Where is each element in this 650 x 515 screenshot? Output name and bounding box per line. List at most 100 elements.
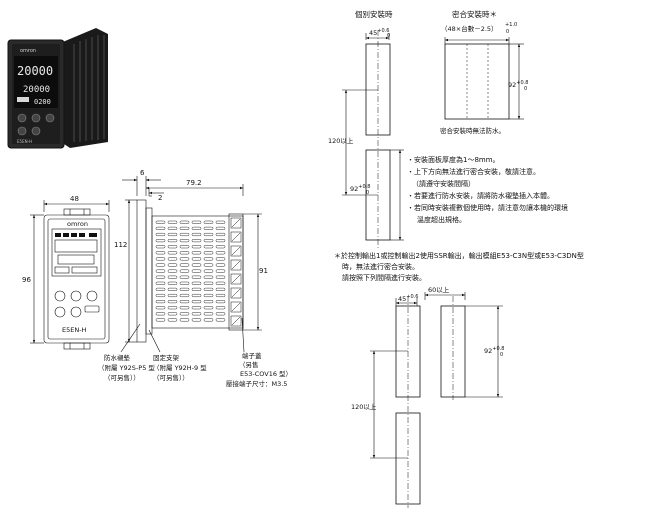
- bracket-sale: （可另售））: [153, 373, 189, 382]
- terminal-screw: [230, 273, 242, 285]
- cutout-height-tol-low: 0: [366, 190, 369, 196]
- front-width-dim: 48: [70, 195, 79, 203]
- ssr-spacing-height-dim: 120以上: [351, 402, 377, 411]
- vent-slot: [167, 281, 178, 285]
- cutout-multi-tol-low: 0: [506, 29, 509, 35]
- vent-slot: [203, 232, 214, 237]
- vent-slot: [191, 269, 202, 273]
- front-key-icon: [70, 290, 82, 302]
- side-height-body-dim: 91: [259, 267, 268, 275]
- vent-slot: [167, 245, 178, 249]
- vent-slot: [215, 245, 226, 249]
- vent-slot: [215, 306, 226, 310]
- vent-slot: [155, 306, 166, 310]
- side-depth-dim: 79.2: [186, 179, 202, 187]
- vent-slot: [215, 300, 226, 304]
- front-display-segments: [54, 233, 98, 274]
- vent-slot: [179, 226, 190, 230]
- vent-slot: [203, 300, 214, 304]
- vent-slot: [179, 239, 190, 243]
- ssr-cutout-height-tol-low: 0: [500, 352, 503, 358]
- vent-slot: [155, 300, 166, 304]
- cutout-ssr: 60以上 45+0.6 92+0.8 0 120以上: [351, 285, 504, 508]
- vent-slot: [203, 312, 214, 316]
- vent-slot: [155, 312, 166, 316]
- vent-slot: [179, 318, 190, 322]
- cutout-multi-tol: +1.0: [505, 22, 517, 28]
- vent-slot: [191, 300, 202, 304]
- vent-slot: [167, 312, 178, 316]
- vent-slot: [215, 232, 226, 237]
- vent-slot: [155, 220, 166, 224]
- vent-slot: [191, 293, 202, 298]
- bracket-part: （附屬 Y92H-9 型: [153, 363, 207, 372]
- note-line: （請遵守安裝間隔）: [412, 179, 475, 188]
- vent-slot: [155, 251, 166, 255]
- vent-slot: [215, 281, 226, 285]
- terminal-screw-slot: [231, 316, 241, 326]
- vent-slot: [191, 281, 202, 285]
- terminal-cover-sale: （另售: [239, 360, 259, 369]
- vent-slot: [155, 232, 166, 237]
- terminal-screw: [230, 231, 242, 243]
- vent-slot: [167, 220, 178, 224]
- photo-key-icon: [45, 113, 55, 123]
- vent-slot: [155, 239, 166, 243]
- vent-slot: [179, 232, 190, 237]
- terminal-screw-slot: [231, 218, 241, 228]
- gasket-label: 防水襯墊: [104, 353, 131, 362]
- cutout-single-title: 個別安裝時: [355, 9, 393, 19]
- vent-slot: [215, 220, 226, 224]
- ssr-cutout-height-dim: 92+0.8: [484, 346, 504, 355]
- gasket-sale: （可另售））: [104, 373, 140, 382]
- photo-model-label: E5EN-H: [17, 139, 32, 144]
- vent-slot: [167, 226, 178, 230]
- cutout-multi-formula: （48×台數－2.5）: [441, 24, 498, 33]
- cutout-height-dim: 92+0.8: [350, 184, 370, 193]
- note-line: ・若同時安裝複數個使用時，請注意勿讓本機的環境: [407, 203, 568, 212]
- vent-slot: [167, 269, 178, 273]
- vent-slot: [191, 245, 202, 249]
- photo-sv-readout: 20000: [23, 85, 50, 95]
- side-panel-dim: 6: [140, 169, 145, 177]
- vent-slot: [191, 287, 202, 291]
- vent-slot: [155, 263, 166, 267]
- photo-pv-readout: 20000: [17, 64, 53, 78]
- cutout-multi-title: 密合安裝時＊: [452, 9, 497, 19]
- vent-slot: [155, 275, 166, 279]
- vent-slot: [203, 239, 214, 243]
- vent-slot: [203, 245, 214, 249]
- vent-slot: [191, 306, 202, 310]
- vent-slot: [203, 257, 214, 261]
- front-key-icon: [86, 290, 98, 302]
- terminal-screw: [230, 259, 242, 271]
- vent-slot: [215, 269, 226, 273]
- vent-slot: [179, 263, 190, 267]
- terminal-screw-size: 壓接端子尺寸：M3.5: [226, 379, 287, 388]
- vent-slot: [191, 239, 202, 243]
- vent-slot: [191, 263, 202, 267]
- vent-slot: [179, 293, 190, 298]
- vent-slot: [167, 232, 178, 237]
- front-key-icon: [54, 306, 66, 318]
- terminal-screw-slot: [231, 232, 241, 242]
- cutout-width-dim: 45+0.6: [369, 28, 389, 37]
- cutout-multi-note: 密合安裝時無法防水。: [440, 126, 505, 135]
- terminal-screw-slot: [231, 260, 241, 270]
- terminal-screw-slot: [231, 288, 241, 298]
- cutout-multi: 密合安裝時＊ （48×台數－2.5） +1.0 0 92+0.8 0 密合安裝時…: [440, 9, 528, 135]
- vent-slot: [179, 251, 190, 255]
- vent-slot: [167, 257, 178, 261]
- front-brand: omron: [67, 220, 88, 228]
- side-height-front-dim: 112: [114, 241, 127, 249]
- ssr-spacing-width-dim: 60以上: [428, 285, 450, 294]
- cutout-width-tol-low: 0: [387, 33, 390, 39]
- vent-slot: [155, 318, 166, 322]
- vent-slot: [203, 306, 214, 310]
- terminal-screw: [230, 245, 242, 257]
- terminal-cover-label: 端子蓋: [242, 351, 262, 360]
- vent-slot: [179, 245, 190, 249]
- note-line: ・上下方向無法進行密合安裝，敬請注意。: [407, 167, 540, 176]
- photo-mv-readout: 0200: [34, 98, 51, 106]
- front-view: 48 omron E5EN-H 96: [22, 195, 110, 350]
